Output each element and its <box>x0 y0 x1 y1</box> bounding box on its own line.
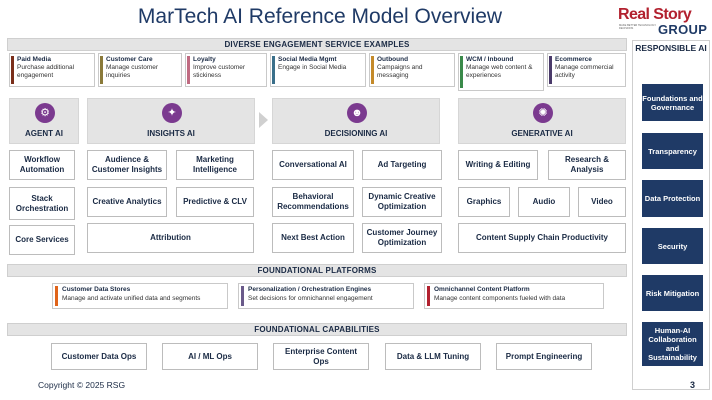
decisioning-box-customer-journey: Customer Journey Optimization <box>362 223 442 253</box>
capability-prompt-engineering: Prompt Engineering <box>496 343 592 370</box>
insights-box-predictive-clv: Predictive & CLV <box>176 187 254 217</box>
palette-icon: ✺ <box>533 103 553 123</box>
engagement-item: Paid Media Purchase additional engagemen… <box>9 53 95 87</box>
engagement-title: Outbound <box>377 56 409 63</box>
engagement-item: Social Media Mgmt Engage in Social Media <box>270 53 366 87</box>
capability-customer-data-ops: Customer Data Ops <box>51 343 147 370</box>
engagement-title: WCM / Inbound <box>466 56 514 63</box>
engagement-item: WCM / Inbound Manage web content & exper… <box>458 53 544 91</box>
decisioning-box-ad-targeting: Ad Targeting <box>362 150 442 180</box>
engagement-title: Paid Media <box>17 56 51 63</box>
platform-title: Personalization / Orchestration Engines <box>248 286 372 293</box>
platform-color-bar <box>55 286 58 306</box>
engagement-color-bar <box>11 56 14 84</box>
responsible-ai-panel: RESPONSIBLE AI Foundations and Governanc… <box>632 40 710 390</box>
engagement-color-bar <box>272 56 275 84</box>
insights-ai-label: INSIGHTS AI <box>147 129 195 138</box>
company-logo: Real Story MAKE BETTER TECHNOLOGY DECISI… <box>618 6 708 38</box>
engagement-item: Ecommerce Manage commercial activity <box>547 53 626 87</box>
agent-ai-header: ⚙ AGENT AI <box>9 98 79 144</box>
engagement-title: Loyalty <box>193 56 216 63</box>
generative-ai-label: GENERATIVE AI <box>511 129 573 138</box>
insights-box-creative-analytics: Creative Analytics <box>87 187 167 217</box>
agent-box-stack-orchestration: Stack Orchestration <box>9 187 75 220</box>
engagement-color-bar <box>549 56 552 84</box>
responsible-item-human-ai: Human-AI Collaboration and Sustainabilit… <box>642 322 703 366</box>
platform-title: Omnichannel Content Platform <box>434 286 530 293</box>
brain-head-icon: ☻ <box>347 103 367 123</box>
agent-box-workflow-automation: Workflow Automation <box>9 150 75 180</box>
platform-desc: Set decisions for omnichannel engagement <box>248 295 373 302</box>
engagement-header: DIVERSE ENGAGEMENT SERVICE EXAMPLES <box>7 38 627 51</box>
engagement-desc: Improve customer stickiness <box>193 64 246 79</box>
responsible-ai-title: RESPONSIBLE AI <box>635 43 707 53</box>
copyright-text: Copyright © 2025 RSG <box>38 380 126 390</box>
engagement-title: Customer Care <box>106 56 153 63</box>
engagement-item: Customer Care Manage customer inquiries <box>98 53 182 87</box>
engagement-color-bar <box>100 56 103 84</box>
page-number: 3 <box>690 380 696 390</box>
agent-box-core-services: Core Services <box>9 225 75 255</box>
platform-item: Personalization / Orchestration Engines … <box>238 283 414 309</box>
platform-desc: Manage and activate unified data and seg… <box>62 295 201 302</box>
engagement-title: Ecommerce <box>555 56 592 63</box>
engagement-item: Outbound Campaigns and messaging <box>369 53 455 87</box>
generative-box-audio: Audio <box>518 187 570 217</box>
capability-data-llm-tuning: Data & LLM Tuning <box>385 343 481 370</box>
insights-box-audience-customer: Audience & Customer Insights <box>87 150 167 180</box>
responsible-item-transparency: Transparency <box>642 133 703 169</box>
decisioning-box-conversational-ai: Conversational AI <box>272 150 354 180</box>
decisioning-ai-header: ☻ DECISIONING AI <box>272 98 440 144</box>
platforms-header: FOUNDATIONAL PLATFORMS <box>7 264 627 277</box>
logo-tagline: MAKE BETTER TECHNOLOGY DECISIONS <box>619 24 657 30</box>
insights-ai-header: ✦ INSIGHTS AI <box>87 98 255 144</box>
engagement-color-bar <box>460 56 463 88</box>
responsible-item-foundations: Foundations and Governance <box>642 84 703 121</box>
engagement-desc: Purchase additional engagement <box>17 64 75 79</box>
capability-enterprise-content-ops: Enterprise Content Ops <box>273 343 369 370</box>
engagement-desc: Engage in Social Media <box>278 64 347 71</box>
agent-ai-label: AGENT AI <box>25 129 63 138</box>
insights-box-marketing-intelligence: Marketing Intelligence <box>176 150 254 180</box>
page-title: MarTech AI Reference Model Overview <box>137 5 503 28</box>
capabilities-header: FOUNDATIONAL CAPABILITIES <box>7 323 627 336</box>
insights-box-attribution: Attribution <box>87 223 254 253</box>
engagement-desc: Manage commercial activity <box>555 64 614 79</box>
responsible-item-risk-mitigation: Risk Mitigation <box>642 275 703 311</box>
engagement-color-bar <box>371 56 374 84</box>
responsible-ai-header: RESPONSIBLE AI <box>633 43 709 54</box>
generative-box-graphics: Graphics <box>458 187 510 217</box>
platform-color-bar <box>241 286 244 306</box>
generative-box-video: Video <box>578 187 626 217</box>
generative-box-content-supply-chain: Content Supply Chain Productivity <box>458 223 626 253</box>
engagement-title: Social Media Mgmt <box>278 56 337 63</box>
chevron-right-icon <box>259 112 268 128</box>
decisioning-box-dynamic-creative: Dynamic Creative Optimization <box>362 187 442 217</box>
responsible-item-security: Security <box>642 228 703 264</box>
responsible-item-data-protection: Data Protection <box>642 180 703 217</box>
capability-ai-ml-ops: AI / ML Ops <box>162 343 258 370</box>
engagement-item: Loyalty Improve customer stickiness <box>185 53 267 87</box>
decisioning-box-next-best-action: Next Best Action <box>272 223 354 253</box>
lightbulb-icon: ✦ <box>162 103 182 123</box>
engagement-desc: Manage web content & experiences <box>466 64 533 79</box>
decisioning-box-behavioral-recommendations: Behavioral Recommendations <box>272 187 354 217</box>
platform-color-bar <box>427 286 430 306</box>
platform-item: Omnichannel Content Platform Manage cont… <box>424 283 604 309</box>
decisioning-ai-label: DECISIONING AI <box>324 129 388 138</box>
engagement-desc: Campaigns and messaging <box>377 64 423 79</box>
platform-item: Customer Data Stores Manage and activate… <box>52 283 228 309</box>
logo-wordmark: Real Story <box>618 6 692 23</box>
generative-box-research-analysis: Research & Analysis <box>548 150 626 180</box>
engagement-color-bar <box>187 56 190 84</box>
gear-icon: ⚙ <box>35 103 55 123</box>
generative-box-writing-editing: Writing & Editing <box>458 150 538 180</box>
engagement-desc: Manage customer inquiries <box>106 64 159 79</box>
platform-desc: Manage content components fueled with da… <box>434 295 566 302</box>
platform-title: Customer Data Stores <box>62 286 131 293</box>
logo-group-text: GROUP <box>658 22 708 37</box>
generative-ai-header: ✺ GENERATIVE AI <box>458 98 626 144</box>
